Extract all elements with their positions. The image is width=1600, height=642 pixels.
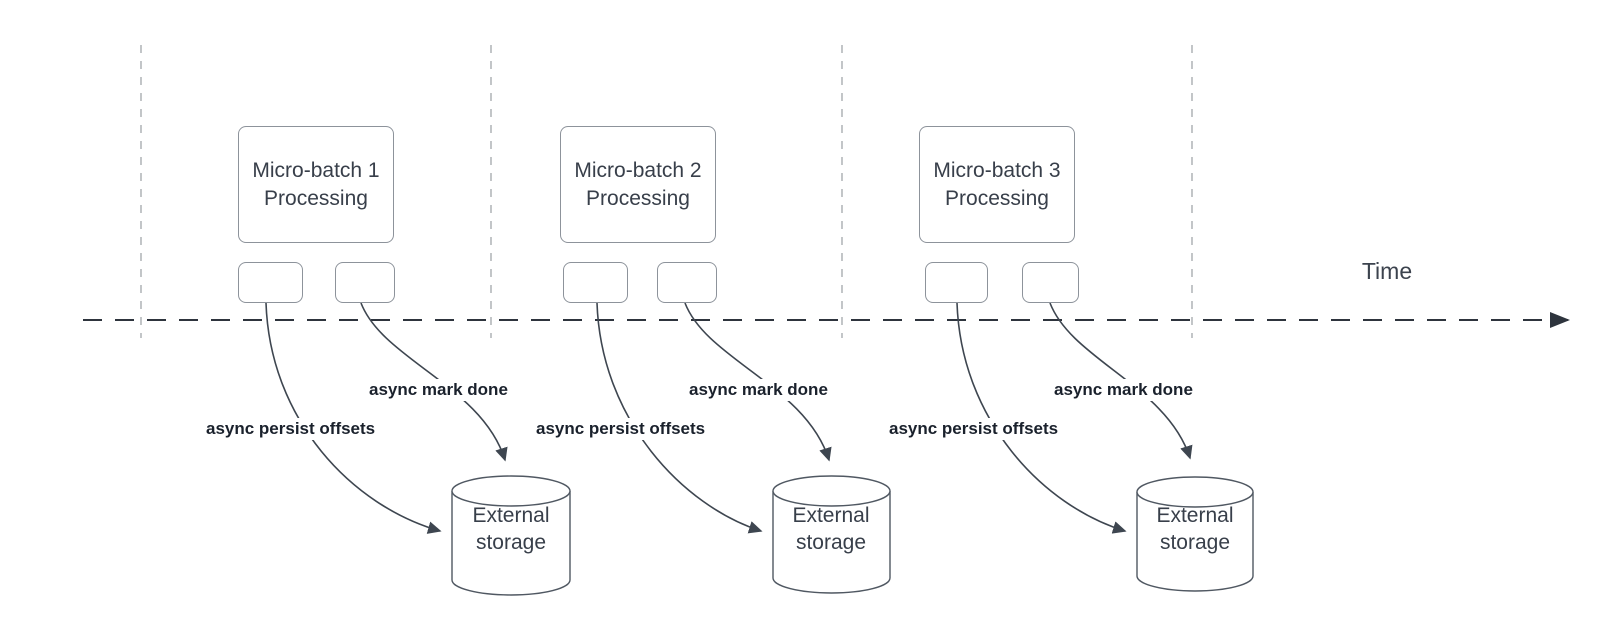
- external-storage-cylinder-3: [1136, 476, 1254, 592]
- mark-done-label-3: async mark done: [1051, 379, 1196, 401]
- micro-batch-2-processing-label: Micro-batch 2 Processing: [574, 158, 702, 210]
- external-storage-label-2: External storage: [792, 504, 870, 554]
- persist-offsets-label-1: async persist offsets: [203, 418, 379, 440]
- persist-offsets-label-3: async persist offsets: [886, 418, 1062, 440]
- offset-stub-box-3a: [925, 262, 988, 303]
- micro-batch-3-processing-box: Micro-batch 3 Processing: [919, 126, 1075, 243]
- offset-stub-box-2b: [657, 262, 717, 303]
- micro-batch-3-processing-label: Micro-batch 3 Processing: [933, 158, 1061, 210]
- external-storage-label-3: External storage: [1156, 504, 1234, 554]
- external-storage-label-1: External storage: [472, 504, 550, 554]
- micro-batch-1-processing-label: Micro-batch 1 Processing: [252, 158, 380, 210]
- mark-done-label-2: async mark done: [686, 379, 831, 401]
- persist-offsets-arrow-2: [596, 302, 763, 534]
- offset-stub-box-2a: [563, 262, 628, 303]
- persist-offsets-arrow-3: [956, 302, 1127, 534]
- mark-done-arrow-3: [1049, 302, 1193, 460]
- external-storage-cylinder-2: [772, 475, 891, 594]
- time-axis-label: Time: [1361, 258, 1413, 284]
- offset-stub-box-1b: [335, 262, 395, 303]
- mark-done-arrow-2: [684, 302, 832, 462]
- persist-offsets-label-2: async persist offsets: [533, 418, 709, 440]
- mark-done-arrow-1: [360, 302, 508, 462]
- mark-done-label-1: async mark done: [366, 379, 511, 401]
- micro-batch-2-processing-box: Micro-batch 2 Processing: [560, 126, 716, 243]
- offset-stub-box-1a: [238, 262, 303, 303]
- persist-offsets-arrow-1: [265, 302, 442, 534]
- micro-batch-1-processing-box: Micro-batch 1 Processing: [238, 126, 394, 243]
- external-storage-cylinder-1: [451, 475, 571, 596]
- offset-stub-box-3b: [1022, 262, 1079, 303]
